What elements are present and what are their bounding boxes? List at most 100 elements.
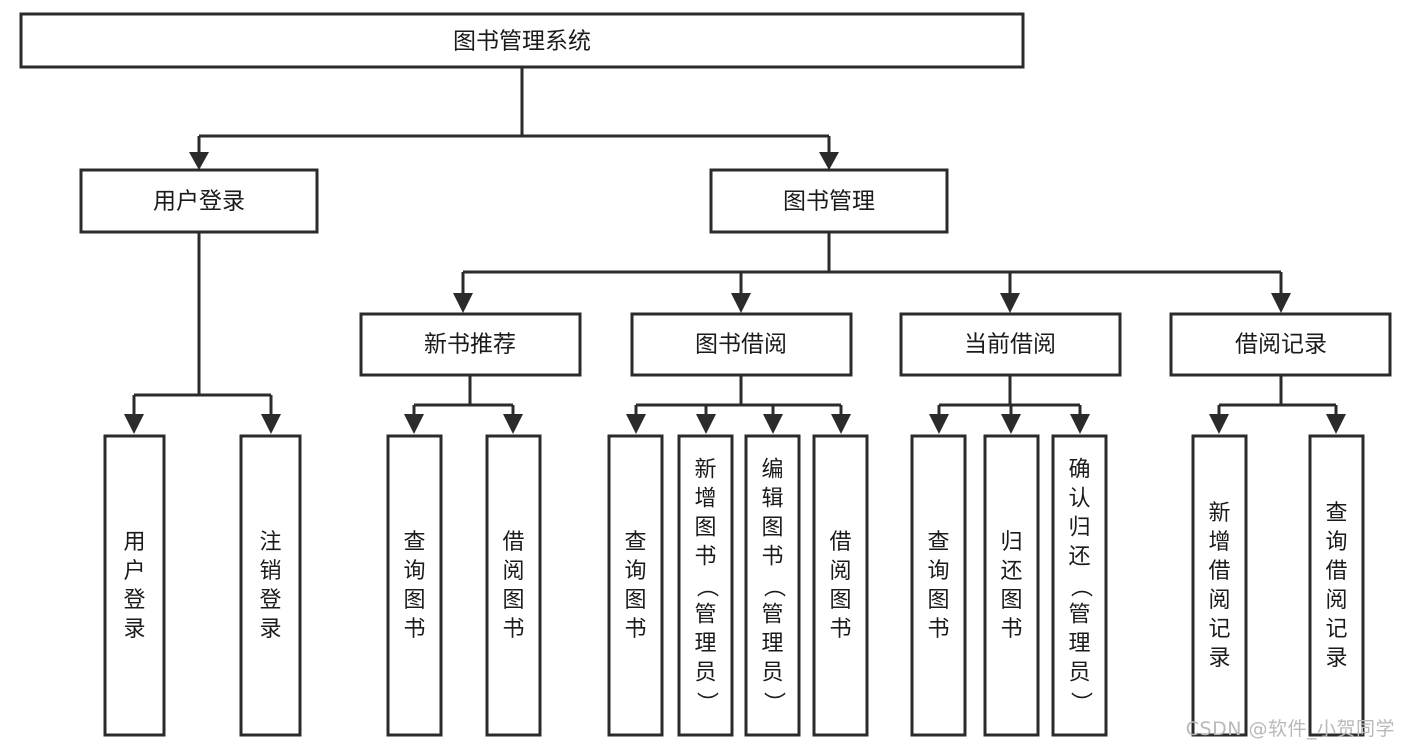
svg-text:图: 图: [624, 588, 646, 613]
svg-text:图: 图: [502, 588, 524, 613]
svg-text:图: 图: [829, 588, 851, 613]
leaf-borrow-edit-admin[interactable]: [744, 434, 801, 737]
leaf-current-return[interactable]: [983, 434, 1040, 737]
leaf-borrow-add-admin[interactable]: [677, 434, 734, 737]
leaf-record-add-box[interactable]: [1191, 434, 1248, 737]
arrowhead-borrow-record-leaf-2: [1326, 414, 1346, 434]
arrowhead-borrow-record-leaf-1: [1209, 414, 1229, 434]
leaf-current-confirm-admin-box[interactable]: [1051, 434, 1108, 737]
svg-text:）: ）: [694, 691, 719, 713]
svg-text:还: 还: [1000, 559, 1022, 584]
leaf-borrow-edit-admin-box[interactable]: [744, 434, 801, 737]
node-new-book-recommendation-label: 新书推荐: [424, 332, 516, 358]
svg-text:管: 管: [761, 603, 783, 628]
leaf-current-query-box[interactable]: [910, 434, 967, 737]
svg-text:注: 注: [259, 530, 281, 555]
arrowhead-current-borrow-leaf-1: [929, 414, 949, 434]
arrowhead-user-login-leaf-2: [261, 414, 281, 434]
svg-text:销: 销: [259, 559, 281, 584]
leaf-user-login-logout[interactable]: [239, 434, 302, 737]
leaf-current-return-box[interactable]: [983, 434, 1040, 737]
svg-text:图: 图: [927, 588, 949, 613]
svg-text:借: 借: [1325, 559, 1347, 584]
leaf-borrow-query[interactable]: [607, 434, 664, 737]
svg-text:户: 户: [123, 559, 145, 584]
svg-text:录: 录: [1208, 646, 1230, 671]
svg-text:图: 图: [694, 516, 716, 541]
vertical-label-layer: 用户登录注销登录查询图书借阅图书查询图书新增图书（管理员）编辑图书（管理员）借阅…: [123, 458, 1347, 714]
node-root[interactable]: 图书管理系统: [19, 12, 1025, 69]
node-book-management-label: 图书管理: [783, 189, 875, 215]
node-new-book-recommendation-box[interactable]: [359, 312, 582, 377]
arrowhead-to-borrow-record: [1271, 293, 1291, 313]
leaf-borrow-query-box[interactable]: [607, 434, 664, 737]
node-book-management-box[interactable]: [709, 168, 949, 234]
node-current-borrow-box[interactable]: [899, 312, 1122, 377]
svg-text:书: 书: [829, 617, 851, 642]
leaf-borrow-borrow[interactable]: [812, 434, 869, 737]
leaf-borrow-add-admin-box[interactable]: [677, 434, 734, 737]
node-book-borrow-box[interactable]: [630, 312, 853, 377]
leaf-user-login-logout-box[interactable]: [239, 434, 302, 737]
arrowhead-new-book-rec-leaf-1: [404, 414, 424, 434]
svg-text:录: 录: [259, 617, 281, 642]
arrowhead-new-book-rec-leaf-2: [503, 414, 523, 434]
svg-text:辑: 辑: [761, 487, 783, 512]
svg-text:还: 还: [1068, 545, 1090, 570]
arrowhead-to-new-book-rec: [453, 293, 473, 313]
arrowhead-current-borrow-leaf-3: [1070, 414, 1090, 434]
leaf-newbook-query[interactable]: [386, 434, 443, 737]
arrowhead-to-book-borrow: [731, 293, 751, 313]
svg-text:阅: 阅: [502, 559, 524, 584]
leaf-borrow-borrow-box[interactable]: [812, 434, 869, 737]
svg-text:记: 记: [1208, 617, 1230, 642]
node-borrow-record[interactable]: 借阅记录: [1169, 312, 1392, 377]
leaf-current-query[interactable]: [910, 434, 967, 737]
node-user-login-box[interactable]: [79, 168, 319, 234]
leaf-newbook-query-box[interactable]: [386, 434, 443, 737]
arrowhead-book-borrow-leaf-1: [626, 414, 646, 434]
node-root-box[interactable]: [19, 12, 1025, 69]
watermark-text: CSDN @软件_小贺同学: [1185, 718, 1395, 740]
arrowhead-root-to-user-login: [189, 152, 209, 170]
arrowhead-book-borrow-leaf-2: [696, 414, 716, 434]
node-book-borrow[interactable]: 图书借阅: [630, 312, 853, 377]
svg-text:用: 用: [123, 530, 145, 555]
leaf-current-confirm-admin[interactable]: [1051, 434, 1108, 737]
svg-text:（: （: [1068, 575, 1093, 597]
svg-text:借: 借: [829, 530, 851, 555]
svg-text:管: 管: [694, 603, 716, 628]
node-book-management[interactable]: 图书管理: [709, 168, 949, 234]
svg-text:新: 新: [1208, 501, 1230, 526]
leaf-user-login-login[interactable]: [103, 434, 166, 737]
node-borrow-record-box[interactable]: [1169, 312, 1392, 377]
arrowhead-to-current-borrow: [1000, 293, 1020, 313]
svg-text:增: 增: [694, 487, 716, 512]
arrowhead-current-borrow-leaf-2: [1001, 414, 1021, 434]
svg-text:询: 询: [1325, 530, 1347, 555]
leaf-user-login-login-box[interactable]: [103, 434, 166, 737]
leaf-record-add[interactable]: [1191, 434, 1248, 737]
leaf-newbook-borrow[interactable]: [485, 434, 542, 737]
node-user-login[interactable]: 用户登录: [79, 168, 319, 234]
arrowhead-root-to-book-mgmt: [819, 152, 839, 170]
leaf-record-query-box[interactable]: [1308, 434, 1365, 737]
leaf-record-query[interactable]: [1308, 434, 1365, 737]
svg-text:图: 图: [1000, 588, 1022, 613]
svg-text:阅: 阅: [1208, 588, 1230, 613]
svg-text:）: ）: [761, 691, 786, 713]
node-new-book-recommendation[interactable]: 新书推荐: [359, 312, 582, 377]
svg-text:图: 图: [761, 516, 783, 541]
leaf-newbook-borrow-box[interactable]: [485, 434, 542, 737]
svg-text:增: 增: [1208, 530, 1230, 555]
node-current-borrow-label: 当前借阅: [964, 332, 1056, 358]
node-current-borrow[interactable]: 当前借阅: [899, 312, 1122, 377]
